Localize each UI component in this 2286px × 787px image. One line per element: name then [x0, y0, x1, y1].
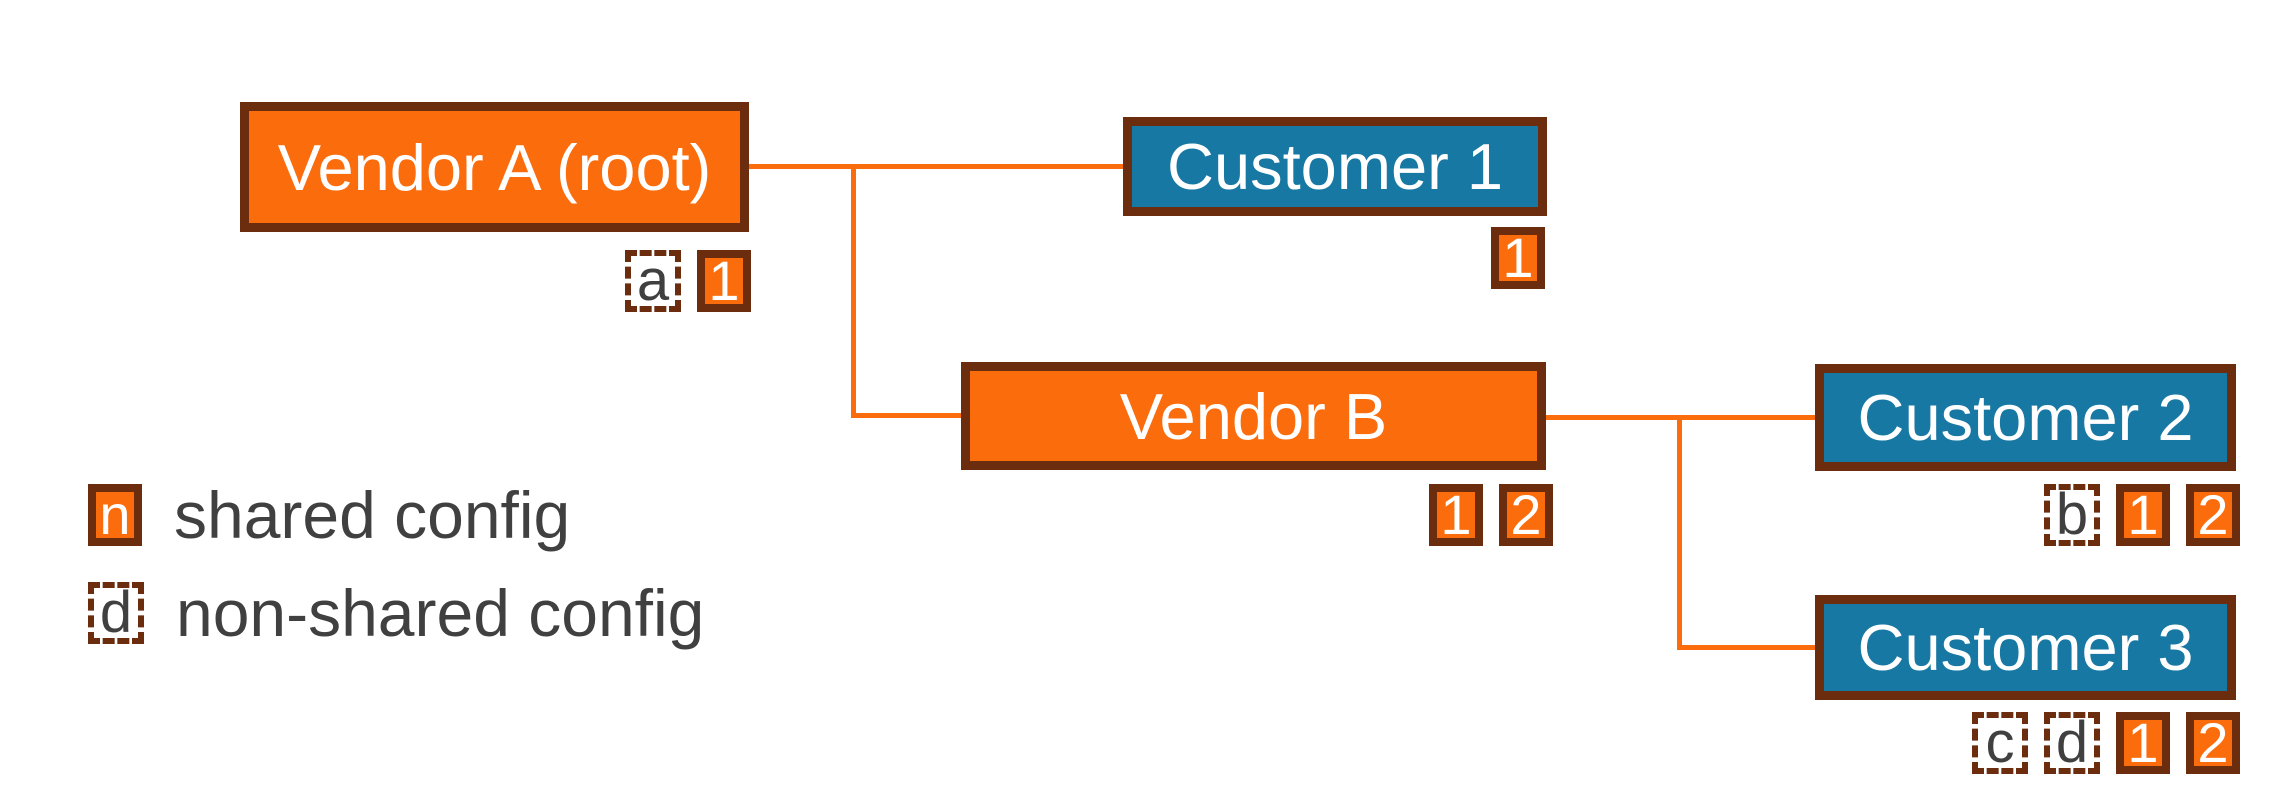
badge-nonshared-config-d: d [2044, 712, 2100, 774]
legend-shared-swatch: n [88, 484, 142, 546]
vendor-a-badge-row: a 1 [625, 250, 751, 312]
badge-nonshared-config-c: c [1972, 712, 2028, 774]
vendor-b-badge-row: 1 2 [1429, 484, 1553, 546]
node-vendor-a-label: Vendor A (root) [277, 130, 712, 204]
badge-shared-config-2: 2 [1499, 484, 1553, 546]
badge-nonshared-config-b: b [2044, 484, 2100, 546]
badge-shared-config-1: 1 [1429, 484, 1483, 546]
badge-shared-config-2: 2 [2186, 484, 2240, 546]
connector-vendor-a-branch-vertical [851, 164, 856, 418]
customer-2-badge-row: b 1 2 [2044, 484, 2240, 546]
node-customer-3-label: Customer 3 [1857, 611, 2194, 684]
badge-nonshared-config-a: a [625, 250, 681, 312]
legend-non-shared-swatch: d [88, 582, 144, 644]
legend-non-shared-config: d non-shared config [88, 580, 704, 646]
customer-3-badge-row: c d 1 2 [1972, 712, 2240, 774]
badge-shared-config-2: 2 [2186, 712, 2240, 774]
node-vendor-b: Vendor B [961, 362, 1546, 470]
badge-shared-config-1: 1 [2116, 712, 2170, 774]
legend-shared-config: n shared config [88, 482, 570, 548]
node-customer-3: Customer 3 [1815, 595, 2236, 700]
node-vendor-a: Vendor A (root) [240, 102, 749, 232]
node-customer-2: Customer 2 [1815, 364, 2236, 471]
connector-vendor-a-to-customer-1 [745, 164, 1125, 169]
connector-vendor-b-branch-vertical [1677, 415, 1682, 647]
legend-non-shared-label: non-shared config [176, 576, 705, 650]
node-customer-2-label: Customer 2 [1857, 381, 2194, 454]
customer-1-badge-row: 1 [1491, 227, 1545, 289]
legend-shared-label: shared config [174, 478, 571, 552]
badge-shared-config-1: 1 [2116, 484, 2170, 546]
badge-shared-config-1: 1 [697, 250, 751, 312]
connector-to-vendor-b [851, 413, 963, 418]
badge-shared-config-1: 1 [1491, 227, 1545, 289]
connector-to-customer-3 [1677, 645, 1817, 650]
node-customer-1: Customer 1 [1123, 117, 1547, 216]
node-customer-1-label: Customer 1 [1167, 130, 1503, 203]
node-vendor-b-label: Vendor B [1119, 379, 1388, 453]
